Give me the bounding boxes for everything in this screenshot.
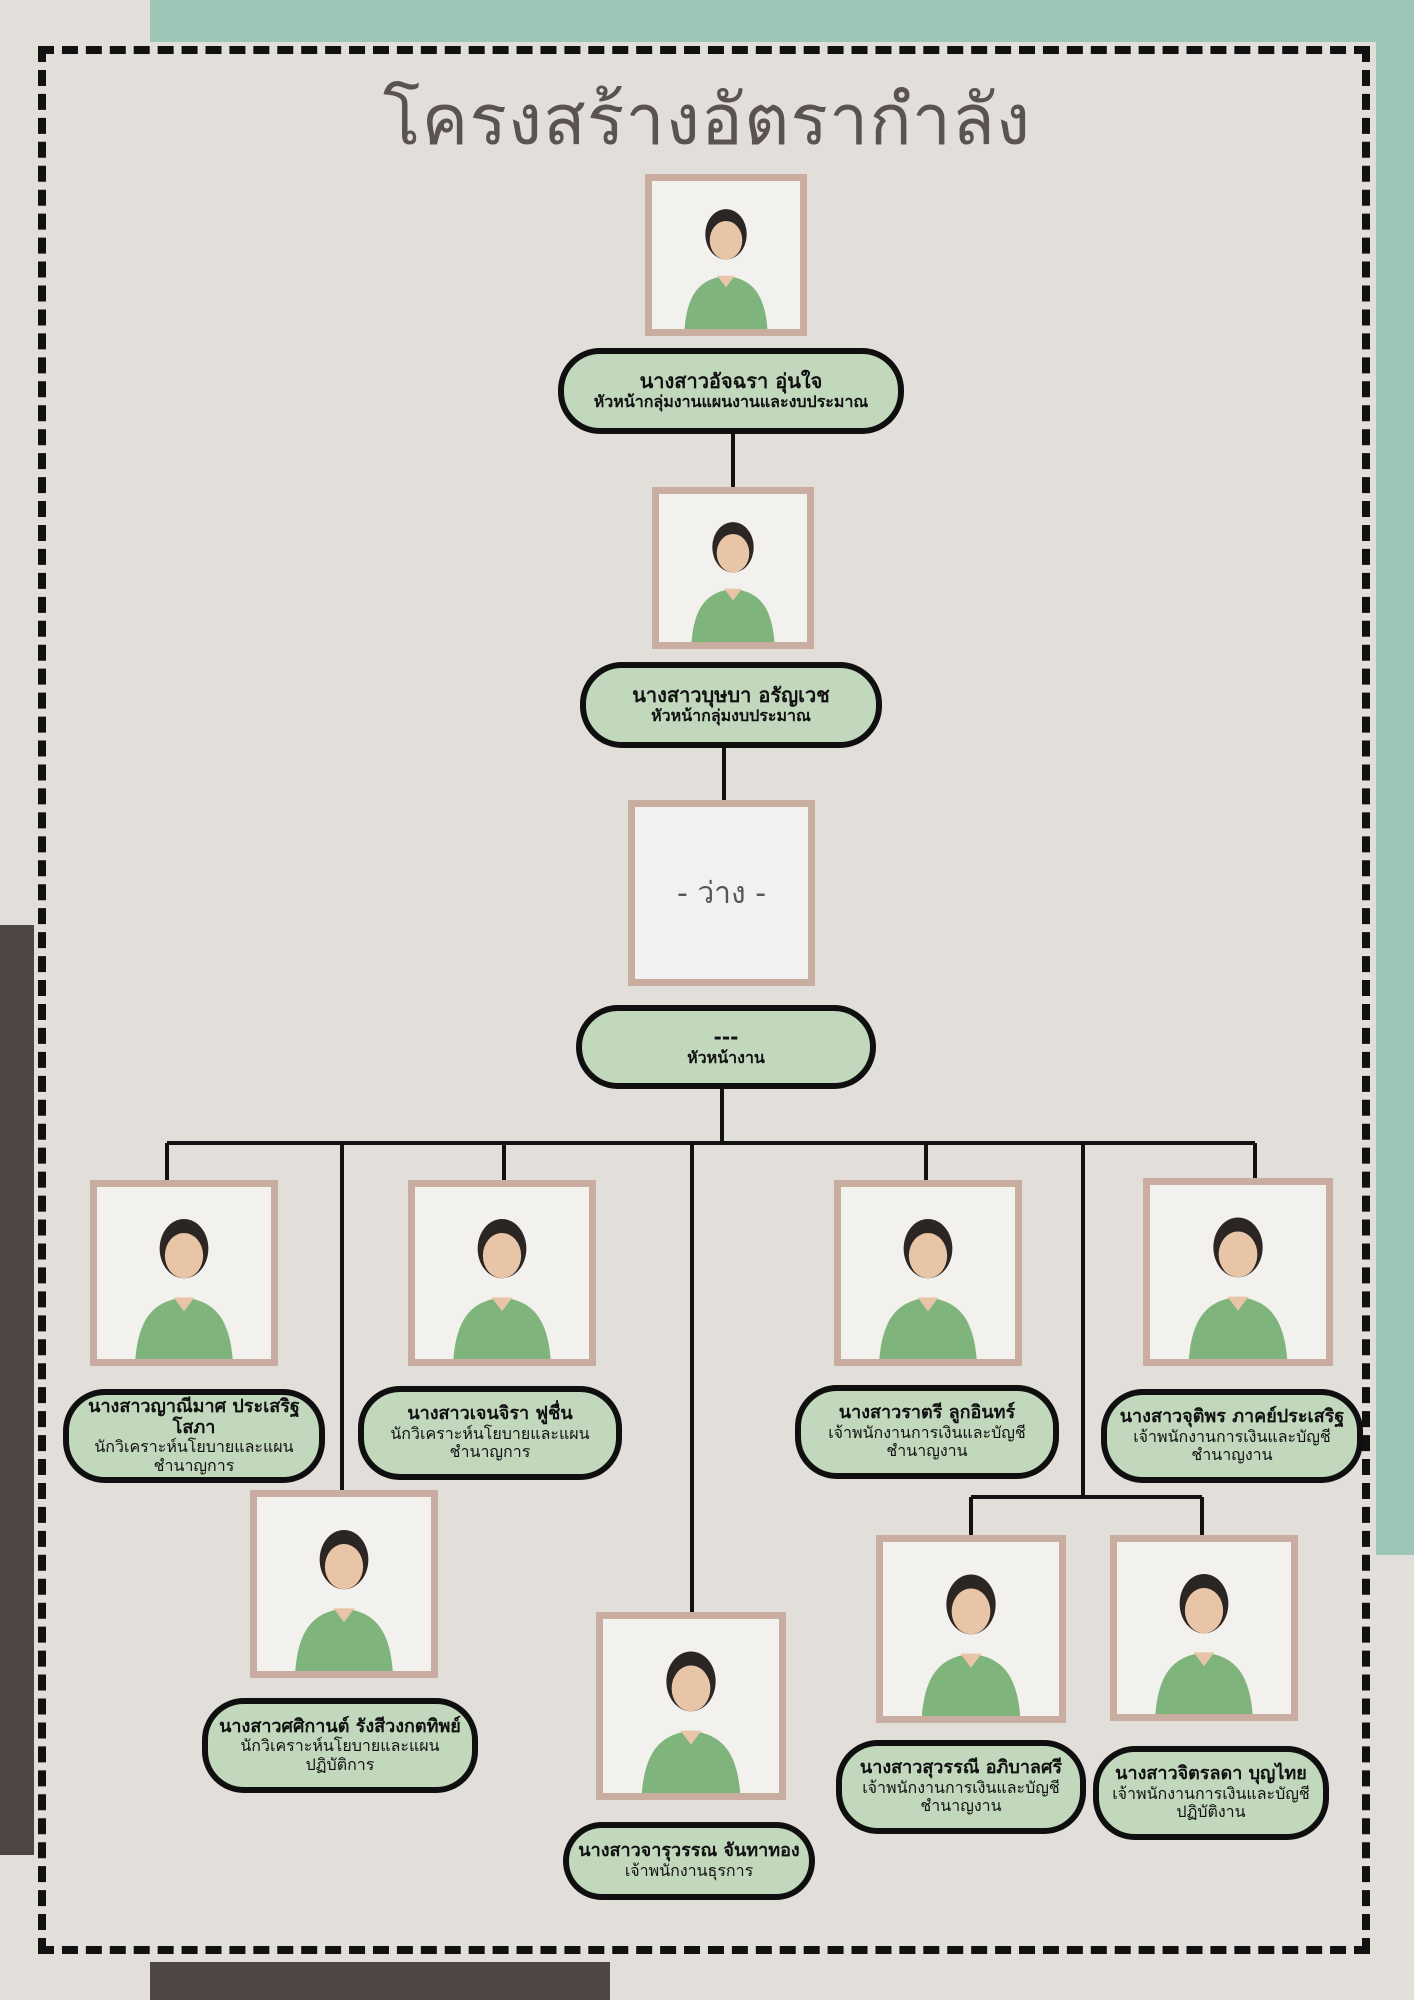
person-name: นางสาวจิตรลดา บุญไทย	[1115, 1763, 1307, 1785]
person-level: ชำนาญงาน	[886, 1441, 968, 1461]
person-level: ปฏิบัติงาน	[1176, 1802, 1246, 1822]
person-position: หัวหน้ากลุ่มงบประมาณ	[651, 706, 811, 726]
person-level: ชำนาญการ	[449, 1442, 531, 1462]
vacant-photo-placeholder: - ว่าง -	[628, 800, 815, 986]
person-silhouette	[652, 181, 800, 329]
person-position: เจ้าพนักงานการเงินและบัญชี	[862, 1777, 1060, 1797]
name-card-staff: นางสาวจุติพร ภาคย์ประเสริฐ เจ้าพนักงานกา…	[1101, 1389, 1363, 1483]
person-name: นางสาวเจนจิรา ฟูชื่น	[407, 1403, 573, 1425]
person-silhouette	[257, 1497, 431, 1671]
person-name: นางสาวศศิกานต์ รังสีวงกตทิพย์	[219, 1715, 461, 1737]
portrait-photo-staff	[596, 1612, 786, 1800]
name-card-staff: นางสาวญาณีมาศ ประเสริฐโสภา นักวิเคราะห์น…	[63, 1389, 325, 1483]
person-name: นางสาวราตรี ลูกอินทร์	[838, 1402, 1016, 1424]
name-card-level2: นางสาวบุษบา อรัญเวช หัวหน้ากลุ่มงบประมาณ	[580, 662, 882, 748]
portrait-photo-staff	[250, 1490, 438, 1678]
portrait-photo-staff	[1143, 1178, 1333, 1366]
person-name: นางสาวสุวรรณี อภิบาลศรี	[859, 1757, 1063, 1779]
bottom-dark-band	[150, 1962, 610, 2000]
person-silhouette	[1117, 1542, 1291, 1714]
person-name: นางสาวบุษบา อรัญเวช	[632, 683, 830, 708]
name-card-level3: --- หัวหน้างาน	[576, 1005, 876, 1089]
person-position: หัวหน้างาน	[687, 1048, 765, 1068]
person-level: ชำนาญงาน	[920, 1796, 1002, 1816]
person-silhouette	[97, 1187, 271, 1359]
top-green-band	[150, 0, 1414, 42]
person-silhouette	[883, 1542, 1059, 1716]
person-silhouette	[603, 1619, 779, 1793]
person-silhouette	[841, 1187, 1015, 1359]
person-name: นางสาวจารุวรรณ จันทาทอง	[578, 1840, 800, 1862]
person-level: ชำนาญการ	[153, 1455, 235, 1475]
portrait-photo-staff	[408, 1180, 596, 1366]
portrait-photo-staff	[834, 1180, 1022, 1366]
portrait-photo-level1	[645, 174, 807, 336]
name-card-level1: นางสาวอัจฉรา อุ่นใจ หัวหน้ากลุ่มงานแผนงา…	[558, 348, 904, 434]
person-name: นางสาวญาณีมาศ ประเสริฐโสภา	[88, 1395, 300, 1438]
right-green-band	[1376, 0, 1414, 1555]
dashed-frame	[38, 46, 1370, 1954]
portrait-photo-staff	[90, 1180, 278, 1366]
name-card-staff: นางสาวศศิกานต์ รังสีวงกตทิพย์ นักวิเคราะ…	[202, 1698, 478, 1793]
person-position: เจ้าพนักงานธุรการ	[624, 1861, 754, 1881]
person-position: เจ้าพนักงานการเงินและบัญชี	[1133, 1426, 1331, 1446]
name-card-staff: นางสาวจิตรลดา บุญไทย เจ้าพนักงานการเงินแ…	[1093, 1746, 1329, 1840]
person-position: หัวหน้ากลุ่มงานแผนงานและงบประมาณ	[593, 392, 869, 412]
name-card-staff: นางสาวเจนจิรา ฟูชื่น นักวิเคราะห์นโยบายแ…	[358, 1386, 622, 1480]
person-position: นักวิเคราะห์นโยบายและแผน	[390, 1423, 590, 1443]
name-card-staff: นางสาวจารุวรรณ จันทาทอง เจ้าพนักงานธุรกา…	[563, 1822, 815, 1900]
portrait-photo-staff	[876, 1535, 1066, 1723]
person-position: เจ้าพนักงานการเงินและบัญชี	[1112, 1783, 1310, 1803]
portrait-photo-staff	[1110, 1535, 1298, 1721]
person-position: นักวิเคราะห์นโยบายและแผน	[240, 1736, 440, 1756]
left-dark-band	[0, 925, 34, 1855]
person-silhouette	[659, 494, 807, 642]
person-position: เจ้าพนักงานการเงินและบัญชี	[828, 1422, 1026, 1442]
person-name: นางสาวจุติพร ภาคย์ประเสริฐ	[1119, 1406, 1345, 1428]
portrait-photo-level2	[652, 487, 814, 649]
name-card-staff: นางสาวสุวรรณี อภิบาลศรี เจ้าพนักงานการเง…	[836, 1740, 1086, 1834]
person-name: นางสาวอัจฉรา อุ่นใจ	[639, 369, 823, 394]
person-level: ปฏิบัติการ	[305, 1754, 375, 1774]
person-silhouette	[1150, 1185, 1326, 1359]
person-level: ชำนาญงาน	[1191, 1445, 1273, 1465]
person-position: นักวิเคราะห์นโยบายและแผน	[94, 1437, 294, 1457]
person-silhouette	[415, 1187, 589, 1359]
name-card-staff: นางสาวราตรี ลูกอินทร์ เจ้าพนักงานการเงิน…	[795, 1385, 1059, 1479]
person-name: ---	[713, 1025, 739, 1050]
vacant-text: - ว่าง -	[676, 875, 767, 911]
page-title: โครงสร้างอัตรากำลัง	[382, 79, 1032, 161]
